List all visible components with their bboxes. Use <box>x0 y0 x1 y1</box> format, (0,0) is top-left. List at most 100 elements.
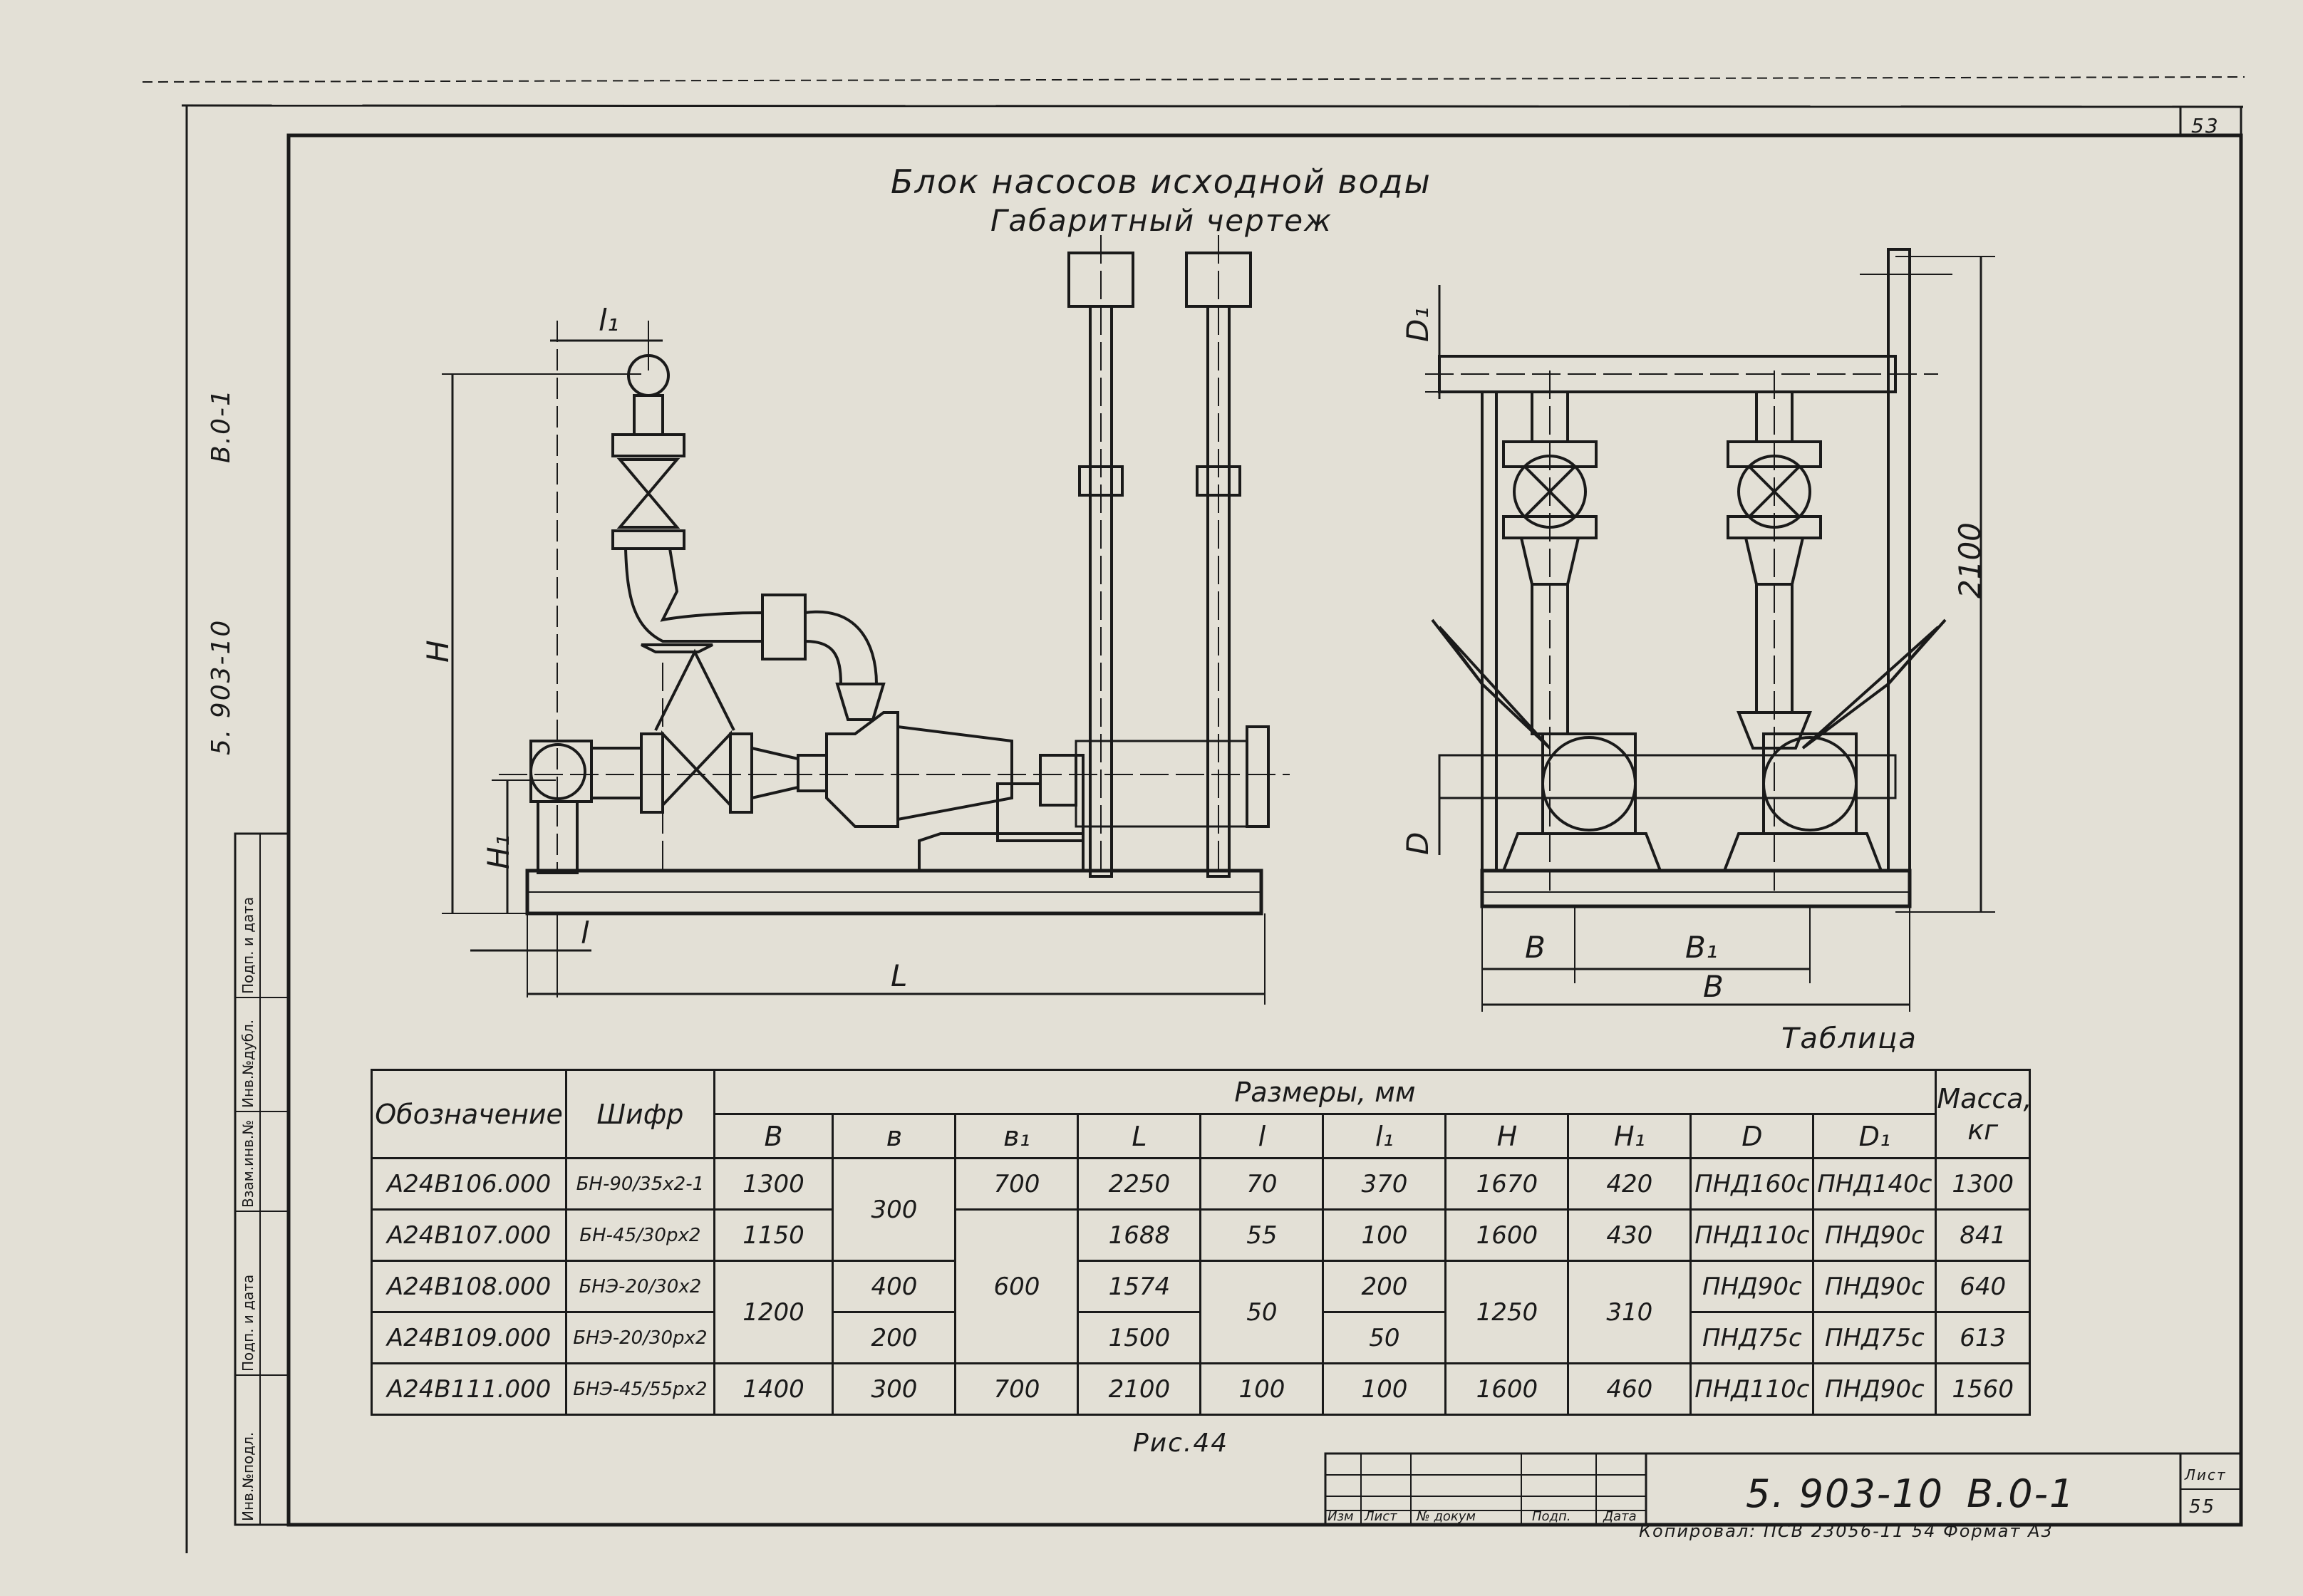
cell-H1: 310 <box>1567 1260 1692 1364</box>
stamp-cell-sign2: Подп. и дата <box>239 896 257 994</box>
dim-col-header: H₁ <box>1567 1113 1692 1159</box>
cell-D: ПНД110с <box>1689 1208 1815 1262</box>
cell-D: ПНД75с <box>1689 1311 1815 1364</box>
title-block-doc-code: 5. 903-10 <box>1746 1471 1944 1516</box>
dim-label-b: В <box>1525 930 1546 965</box>
stamp-cell-inv: Инв.№подл. <box>239 1431 257 1521</box>
dim-col-header: D <box>1689 1113 1815 1159</box>
cell-D: ПНД160с <box>1689 1157 1815 1211</box>
cell-mass: 841 <box>1935 1208 2031 1262</box>
dimensions-table: Обозначение Шифр Размеры, мм Масса, кг В… <box>370 1069 2031 1416</box>
cell-L: 2250 <box>1077 1157 1202 1211</box>
cell-H1: 420 <box>1567 1157 1692 1211</box>
cell-L: 2100 <box>1077 1362 1202 1416</box>
copy-note: Копировал: ПСВ 23056-11 54 Формат А3 <box>1639 1521 2054 1541</box>
cell-mass: 640 <box>1935 1260 2031 1313</box>
cell-l: 50 <box>1199 1260 1325 1364</box>
cell-mass: 613 <box>1935 1311 2031 1364</box>
cell-L: 1688 <box>1077 1208 1202 1262</box>
cell-l1: 200 <box>1322 1260 1447 1313</box>
cell-B: 1150 <box>713 1208 834 1262</box>
cell-H: 1250 <box>1444 1260 1570 1364</box>
cell-b: 400 <box>832 1260 957 1313</box>
col-mass-header: Масса, кг <box>1935 1069 2031 1159</box>
cell-l: 55 <box>1199 1208 1325 1262</box>
dim-label-H: H <box>420 640 455 663</box>
dim-label-D: D <box>1400 831 1435 855</box>
col-designation-header: Обозначение <box>370 1069 568 1159</box>
title-block-header: № докум <box>1417 1509 1476 1524</box>
title-block-sheet-code: В.0-1 <box>1967 1471 2076 1516</box>
cell-mass: 1300 <box>1935 1157 2031 1211</box>
stamp-cell-sign1: Подп. и дата <box>239 1274 257 1372</box>
cell-b: 300 <box>832 1362 957 1416</box>
cell-b: 300 <box>832 1157 957 1262</box>
table-row: А24В108.000 БНЭ-20/30х2 1200 400 1574 50… <box>370 1260 2031 1364</box>
stamp-cell-replace: Взам.инв.№ <box>239 1119 257 1208</box>
dim-col-header: L <box>1077 1113 1202 1159</box>
cell-H1: 460 <box>1567 1362 1692 1416</box>
cell-D: ПНД110с <box>1689 1362 1815 1416</box>
figure-caption: Рис.44 <box>1133 1429 1229 1458</box>
sheet-number: 55 <box>2189 1496 2216 1518</box>
cell-code: БН-90/35х2-1 <box>565 1157 715 1211</box>
cell-designation: А24В111.000 <box>370 1362 568 1416</box>
cell-designation: А24В106.000 <box>370 1157 568 1211</box>
title-block-header: Дата <box>1603 1509 1637 1524</box>
drawing-title: Блок насосов исходной воды <box>891 162 1432 201</box>
dim-label-2100: 2100 <box>1952 522 1987 598</box>
sheet-label: Лист <box>2185 1466 2227 1483</box>
title-block-header: Изм <box>1328 1509 1354 1524</box>
cell-b1: 700 <box>954 1157 1080 1211</box>
cell-code: БНЭ-45/55рх2 <box>565 1362 715 1416</box>
dim-col-header: в₁ <box>954 1113 1080 1159</box>
cell-code: БН-45/30рх2 <box>565 1208 715 1262</box>
page-number: 53 <box>2191 114 2220 138</box>
side-sheet-code: В.0-1 <box>207 388 236 463</box>
cell-b1: 700 <box>954 1362 1080 1416</box>
dim-col-header: в <box>832 1113 957 1159</box>
cell-B: 1300 <box>713 1157 834 1211</box>
title-block-header: Подп. <box>1532 1509 1571 1524</box>
cell-l1: 100 <box>1322 1208 1447 1262</box>
dim-label-D1: D₁ <box>1400 306 1435 342</box>
cell-L: 1500 <box>1077 1311 1202 1364</box>
cell-l: 100 <box>1199 1362 1325 1416</box>
table-row: А24В106.000 БН-90/35х2-1 1300 300 700 22… <box>370 1157 2031 1262</box>
cell-b1: 600 <box>954 1208 1080 1364</box>
dim-label-B: В <box>1703 969 1724 1004</box>
dim-col-header: D₁ <box>1812 1113 1937 1159</box>
side-doc-code: 5. 903-10 <box>207 618 236 755</box>
dim-label-L: L <box>891 958 908 993</box>
dim-label-l1: l₁ <box>599 303 619 338</box>
cell-D1: ПНД140с <box>1812 1157 1937 1211</box>
cell-D1: ПНД90с <box>1812 1260 1937 1313</box>
cell-b: 200 <box>832 1311 957 1364</box>
cell-H1: 430 <box>1567 1208 1692 1262</box>
base-frame-front <box>1480 869 1912 908</box>
dim-col-header: l₁ <box>1322 1113 1447 1159</box>
cell-designation: А24В108.000 <box>370 1260 568 1313</box>
dim-col-header: В <box>713 1113 834 1159</box>
dim-label-b1: В₁ <box>1685 930 1718 965</box>
drawing-subtitle: Габаритный чертеж <box>990 203 1332 238</box>
cell-D1: ПНД90с <box>1812 1362 1937 1416</box>
cell-L: 1574 <box>1077 1260 1202 1313</box>
dim-label-H1: H₁ <box>481 834 516 869</box>
title-block-header: Лист <box>1365 1509 1397 1524</box>
cell-code: БНЭ-20/30рх2 <box>565 1311 715 1364</box>
cell-H: 1600 <box>1444 1362 1570 1416</box>
table-row: А24В111.000 БНЭ-45/55рх2 1400 300 700 21… <box>370 1362 2031 1416</box>
cell-l: 70 <box>1199 1157 1325 1211</box>
col-code-header: Шифр <box>565 1069 715 1159</box>
table-row: А24В109.000 БНЭ-20/30рх2 200 1500 50 ПНД… <box>370 1311 2031 1364</box>
col-dims-header: Размеры, мм <box>713 1069 1937 1115</box>
cell-B: 1400 <box>713 1362 834 1416</box>
drawing-frame <box>286 133 2243 1527</box>
cell-l1: 50 <box>1322 1311 1447 1364</box>
table-row: А24В107.000 БН-45/30рх2 1150 600 1688 55… <box>370 1208 2031 1364</box>
cell-designation: А24В107.000 <box>370 1208 568 1262</box>
cell-D1: ПНД75с <box>1812 1311 1937 1364</box>
